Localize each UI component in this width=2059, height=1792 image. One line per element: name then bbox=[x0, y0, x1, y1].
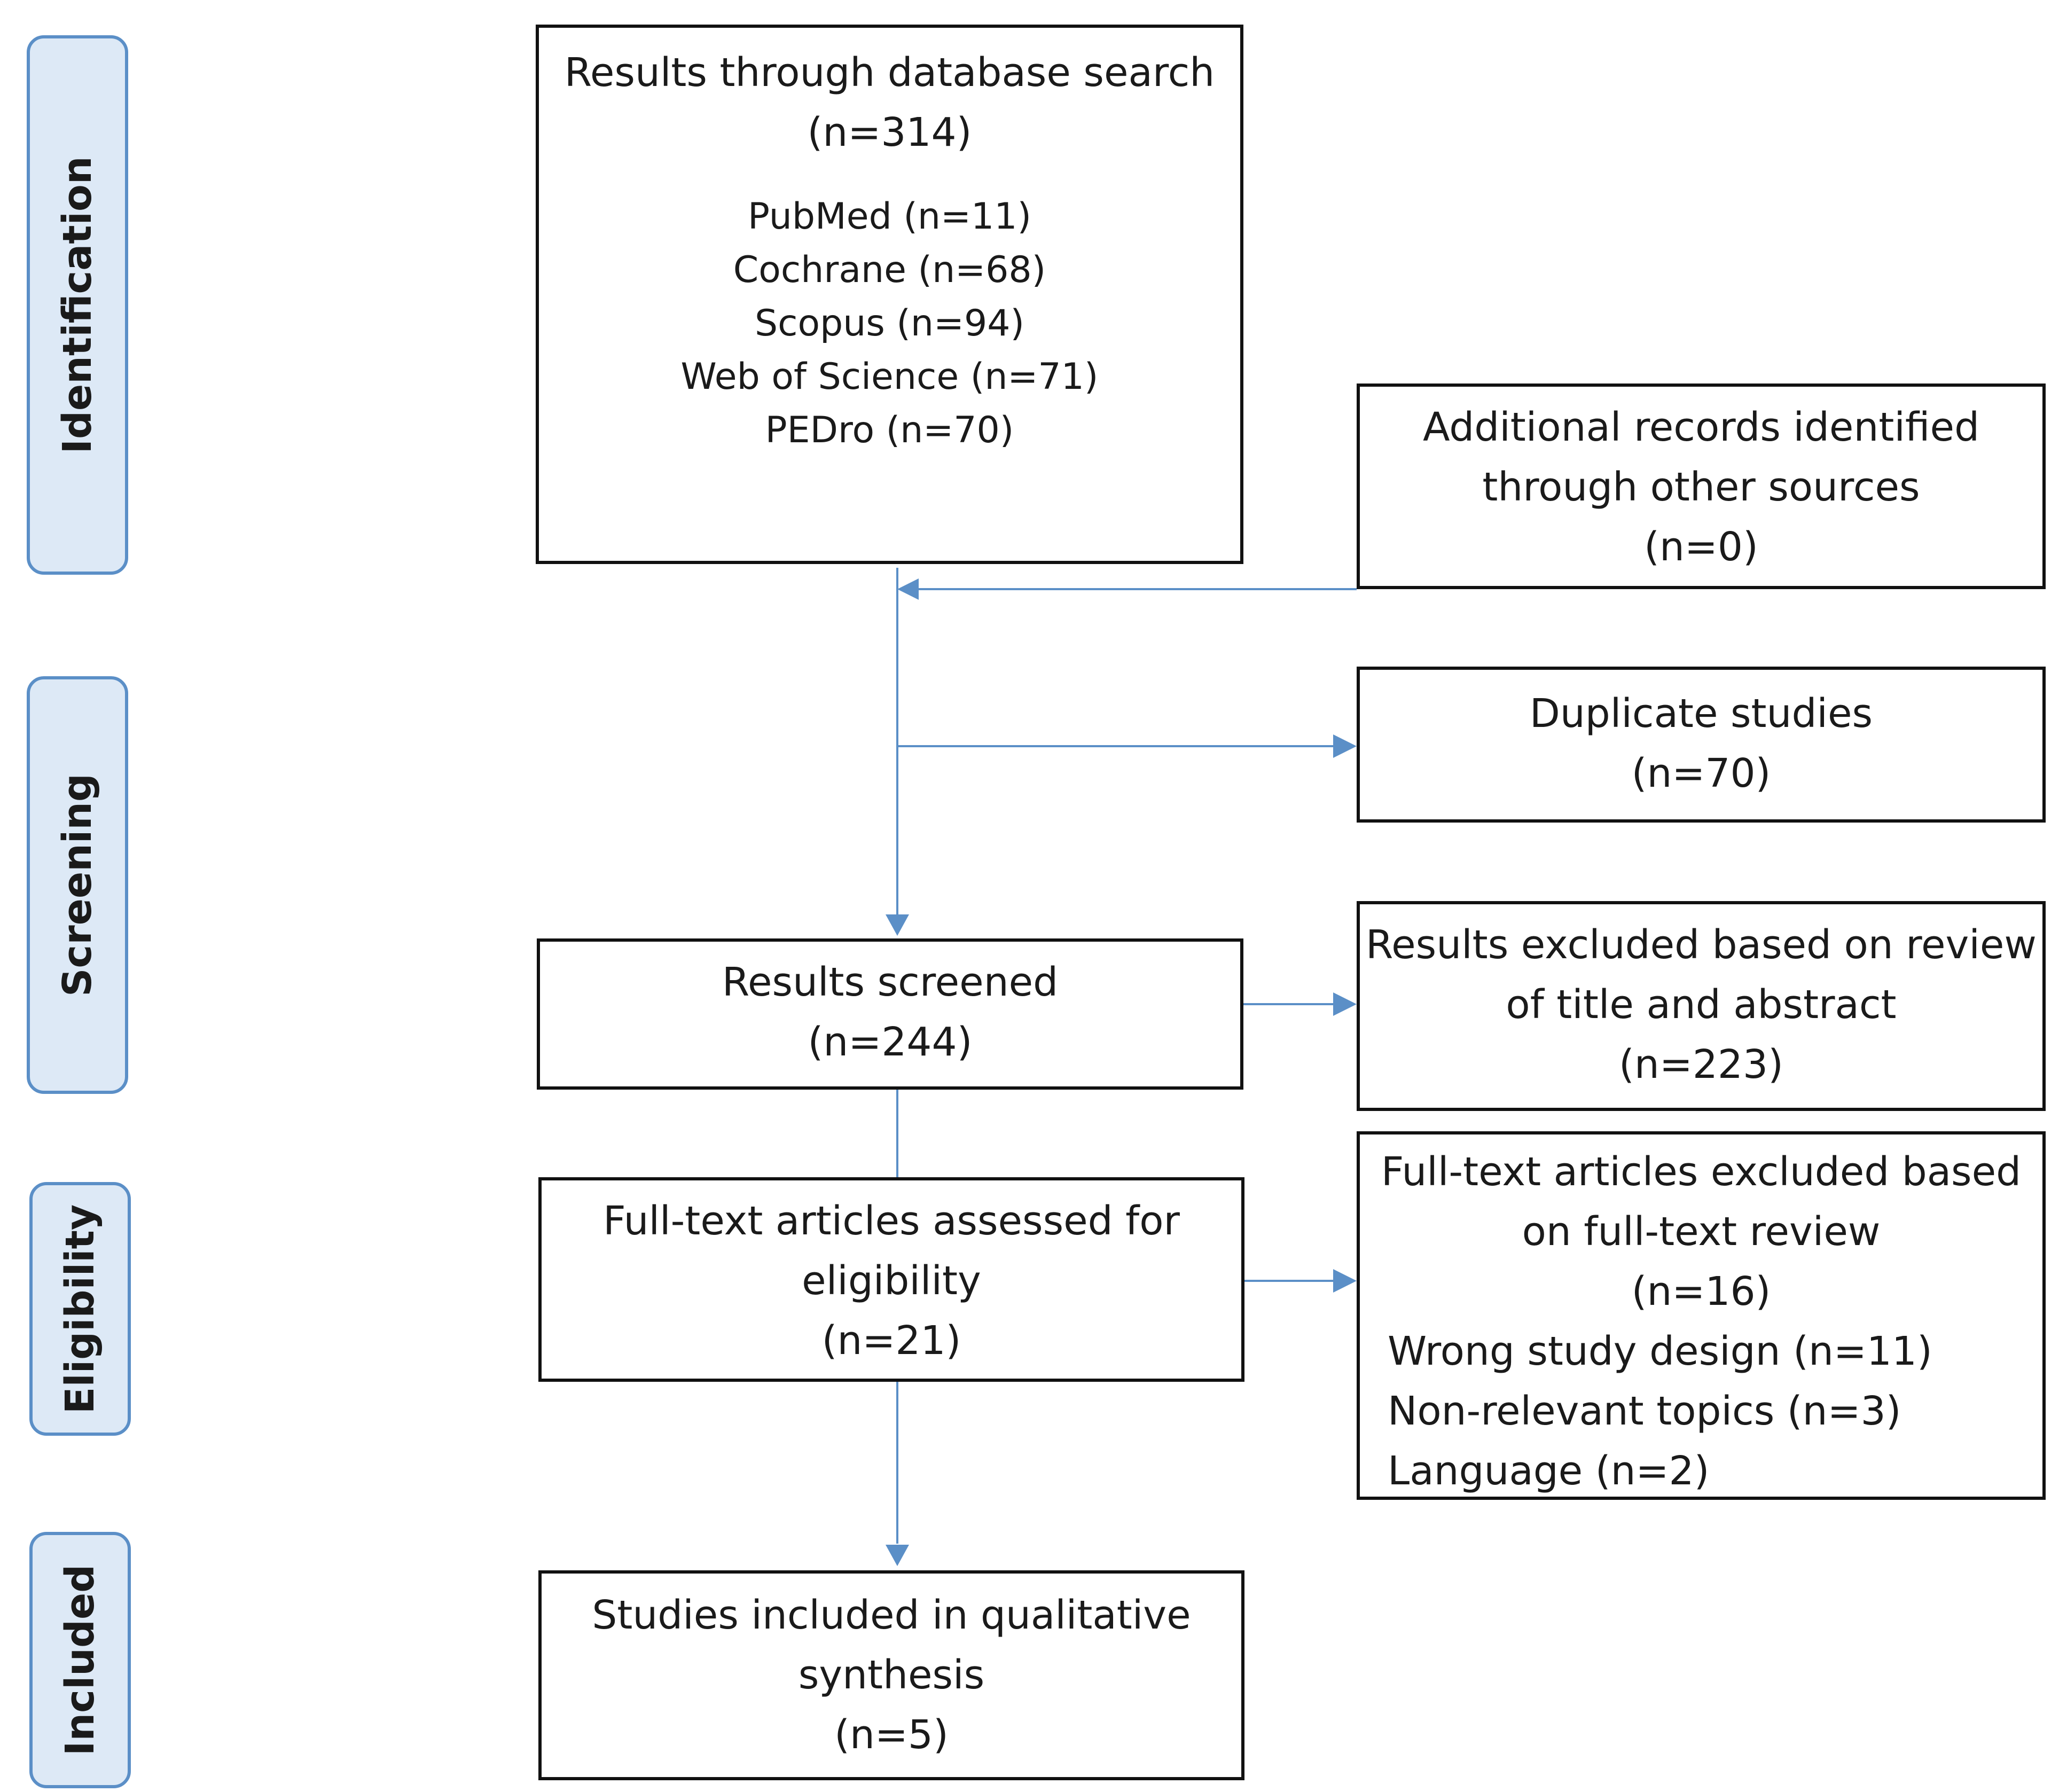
fulltext-assessed-count: (n=21) bbox=[821, 1318, 961, 1364]
results-screened-box: Results screened (n=244) bbox=[537, 938, 1243, 1090]
excluded-title-abstract-count: (n=223) bbox=[1619, 1042, 1783, 1087]
duplicate-studies-box: Duplicate studies (n=70) bbox=[1357, 667, 2046, 823]
additional-records-box: Additional records identified through ot… bbox=[1357, 384, 2046, 589]
fulltext-assessed-box: Full-text articles assessed for eligibil… bbox=[538, 1177, 1244, 1382]
fulltext-assessed-line-2: eligibility bbox=[802, 1258, 981, 1304]
studies-included-count: (n=5) bbox=[834, 1712, 949, 1758]
excluded-reason-non-relevant: Non-relevant topics (n=3) bbox=[1388, 1388, 1901, 1434]
excluded-reason-language: Language (n=2) bbox=[1388, 1448, 1710, 1494]
excluded-fulltext-count: (n=16) bbox=[1631, 1269, 1771, 1314]
db-source-pubmed: PubMed (n=11) bbox=[747, 195, 1032, 238]
studies-included-line-2: synthesis bbox=[798, 1652, 985, 1698]
studies-included-line-1: Studies included in qualitative bbox=[592, 1592, 1191, 1638]
arrowhead-to-excluded-title bbox=[1333, 992, 1357, 1016]
db-source-pedro: PEDro (n=70) bbox=[765, 409, 1014, 451]
additional-records-line-1: Additional records identified bbox=[1422, 404, 1980, 450]
excluded-title-abstract-box: Results excluded based on review of titl… bbox=[1357, 901, 2046, 1111]
stage-screening: Screening bbox=[27, 676, 128, 1094]
db-source-scopus: Scopus (n=94) bbox=[754, 302, 1025, 345]
arrowhead-to-duplicates bbox=[1333, 734, 1357, 758]
fulltext-assessed-line-1: Full-text articles assessed for bbox=[603, 1198, 1180, 1244]
excluded-fulltext-line-1: Full-text articles excluded based bbox=[1381, 1149, 2022, 1195]
stage-eligibility: Eligibility bbox=[29, 1182, 131, 1436]
db-search-count: (n=314) bbox=[807, 109, 972, 155]
arrowhead-to-excluded-fulltext bbox=[1333, 1269, 1357, 1293]
studies-included-box: Studies included in qualitative synthesi… bbox=[538, 1570, 1244, 1780]
db-source-cochrane: Cochrane (n=68) bbox=[733, 249, 1046, 291]
arrowhead-into-main bbox=[897, 578, 919, 600]
additional-records-line-2: through other sources bbox=[1482, 464, 1920, 510]
excluded-title-abstract-line-1: Results excluded based on review bbox=[1366, 922, 2037, 968]
excluded-title-abstract-line-2: of title and abstract bbox=[1506, 982, 1897, 1028]
arrowhead-to-included bbox=[886, 1545, 909, 1566]
arrowhead-to-screened bbox=[886, 914, 909, 936]
duplicate-studies-title: Duplicate studies bbox=[1529, 691, 1873, 737]
results-screened-count: (n=244) bbox=[808, 1019, 973, 1065]
db-source-web-of-science: Web of Science (n=71) bbox=[680, 356, 1099, 398]
db-search-title: Results through database search bbox=[564, 50, 1215, 96]
excluded-reason-study-design: Wrong study design (n=11) bbox=[1388, 1328, 1932, 1374]
additional-records-count: (n=0) bbox=[1644, 524, 1758, 570]
db-search-box: Results through database search (n=314) … bbox=[536, 25, 1243, 564]
duplicate-studies-count: (n=70) bbox=[1631, 750, 1771, 796]
excluded-fulltext-box: Full-text articles excluded based on ful… bbox=[1357, 1131, 2046, 1500]
excluded-fulltext-line-2: on full-text review bbox=[1522, 1209, 1881, 1255]
stage-identification: Identification bbox=[27, 35, 128, 575]
stage-included: Included bbox=[29, 1532, 131, 1788]
results-screened-title: Results screened bbox=[722, 959, 1059, 1005]
